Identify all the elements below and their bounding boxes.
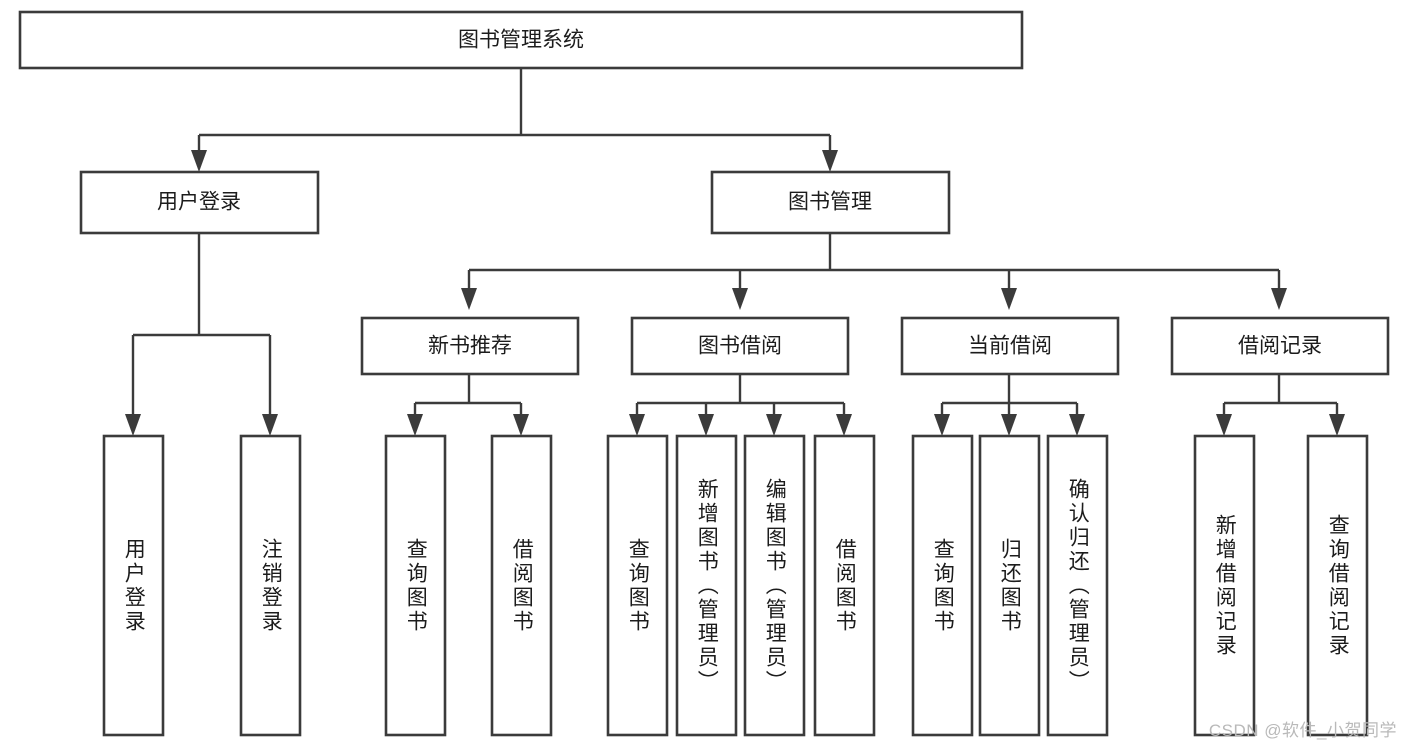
node-new-book-recommend-label: 新书推荐 bbox=[428, 335, 512, 358]
node-root-label: 图书管理系统 bbox=[458, 29, 584, 52]
node-leaf-records-add[interactable] bbox=[1193, 434, 1256, 737]
node-leaf-borrow-borrow-book[interactable] bbox=[813, 434, 876, 737]
node-leaf-borrow-add-book[interactable] bbox=[675, 434, 738, 737]
watermark-text: CSDN @软件_小贺同学 bbox=[1208, 721, 1397, 740]
node-borrow-records-label: 借阅记录 bbox=[1238, 335, 1322, 358]
node-new-book-recommend[interactable] bbox=[360, 316, 580, 376]
node-leaf-user-login-logout[interactable] bbox=[239, 434, 302, 737]
arrow-head-borrow-leaf4 bbox=[836, 414, 852, 436]
node-leaf-borrow-edit-book[interactable] bbox=[743, 434, 806, 737]
node-leaf-user-login-login[interactable] bbox=[102, 434, 165, 737]
arrow-head-borrow-leaf2 bbox=[698, 414, 714, 436]
node-leaf-current-query[interactable] bbox=[911, 434, 974, 737]
arrow-head-new-book bbox=[461, 288, 477, 310]
node-book-borrow-label: 图书借阅 bbox=[698, 335, 782, 358]
node-leaf-new-book-query[interactable] bbox=[384, 434, 447, 737]
arrow-head-user-login-leaf1 bbox=[125, 414, 141, 436]
arrow-head-records-leaf2 bbox=[1329, 414, 1345, 436]
arrow-head-new-book-leaf1 bbox=[407, 414, 423, 436]
node-current-borrow[interactable] bbox=[900, 316, 1120, 376]
node-book-management-label: 图书管理 bbox=[788, 191, 872, 214]
node-user-login[interactable] bbox=[79, 170, 320, 235]
arrow-head-new-book-leaf2 bbox=[513, 414, 529, 436]
node-root-book-management-system[interactable] bbox=[18, 10, 1024, 70]
arrow-head-borrow-leaf3 bbox=[766, 414, 782, 436]
node-layer: 图书管理系统 用户登录 图书管理 新书推荐 图书借阅 当前借阅 借阅记录 bbox=[18, 10, 1390, 737]
node-user-login-label: 用户登录 bbox=[157, 191, 241, 214]
node-borrow-records[interactable] bbox=[1170, 316, 1390, 376]
connector-layer bbox=[125, 68, 1345, 436]
arrow-head-borrow-leaf1 bbox=[629, 414, 645, 436]
node-current-borrow-label: 当前借阅 bbox=[968, 335, 1052, 358]
arrow-head-current-leaf2 bbox=[1001, 414, 1017, 436]
node-book-borrow[interactable] bbox=[630, 316, 850, 376]
arrow-head-current-leaf1 bbox=[934, 414, 950, 436]
arrow-head-user-login-leaf2 bbox=[262, 414, 278, 436]
arrow-head-book-mgmt bbox=[822, 150, 838, 172]
arrow-head-borrow bbox=[732, 288, 748, 310]
node-leaf-current-return[interactable] bbox=[978, 434, 1041, 737]
arrow-head-records bbox=[1271, 288, 1287, 310]
node-leaf-borrow-query[interactable] bbox=[606, 434, 669, 737]
node-leaf-records-query[interactable] bbox=[1306, 434, 1369, 737]
arrow-head-current-leaf3 bbox=[1069, 414, 1085, 436]
arrow-head-records-leaf1 bbox=[1216, 414, 1232, 436]
node-leaf-new-book-borrow[interactable] bbox=[490, 434, 553, 737]
arrow-head-user-login bbox=[191, 150, 207, 172]
node-leaf-current-confirm-return[interactable] bbox=[1046, 434, 1109, 737]
node-book-management[interactable] bbox=[710, 170, 951, 235]
arrow-head-current bbox=[1001, 288, 1017, 310]
